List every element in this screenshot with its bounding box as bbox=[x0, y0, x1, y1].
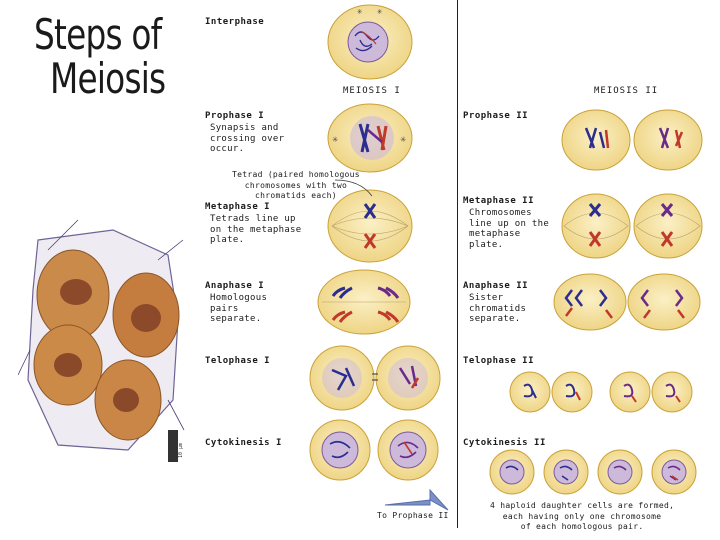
to-prophase2-arrow bbox=[384, 488, 449, 511]
column-divider bbox=[457, 0, 458, 528]
anaphase2-cells bbox=[553, 273, 701, 331]
telophase1-label: Telophase I bbox=[205, 356, 271, 366]
svg-text:✳: ✳ bbox=[332, 134, 338, 145]
interphase-label: Interphase bbox=[205, 17, 265, 27]
result-note: 4 haploid daughter cells are formed, eac… bbox=[490, 501, 675, 531]
anaphase1-cell bbox=[317, 269, 411, 335]
page-title-line1: Steps of bbox=[34, 10, 162, 59]
anaphase1-label: Anaphase I bbox=[205, 281, 265, 291]
telophase2-cells bbox=[509, 371, 693, 413]
anaphase2-description: Sister chromatids separate. bbox=[469, 293, 527, 324]
metaphase1-cell bbox=[327, 189, 413, 263]
telophase1-cell bbox=[309, 345, 441, 411]
anaphase2-label: Anaphase II bbox=[463, 281, 529, 291]
svg-text:✳: ✳ bbox=[357, 7, 363, 17]
telophase2-label: Telophase II bbox=[463, 356, 535, 366]
cytokinesis2-label: Cytokinesis II bbox=[463, 438, 546, 448]
cytokinesis2-cells bbox=[489, 449, 697, 495]
meiosis1-header: MEIOSIS I bbox=[343, 86, 401, 96]
tetrad-note: Tetrad (paired homologous chromosomes wi… bbox=[232, 170, 360, 200]
metaphase1-label: Metaphase I bbox=[205, 202, 271, 212]
prophase1-description: Synapsis and crossing over occur. bbox=[210, 123, 285, 154]
cytokinesis1-label: Cytokinesis I bbox=[205, 438, 282, 448]
meiosis2-header: MEIOSIS II bbox=[594, 86, 659, 96]
metaphase2-cells bbox=[561, 193, 703, 259]
photo-scale-label: 10 μm bbox=[178, 443, 184, 458]
prophase2-label: Prophase II bbox=[463, 111, 529, 121]
to-prophase2-label: To Prophase II bbox=[377, 511, 449, 520]
metaphase2-description: Chromosomes line up on the metaphase pla… bbox=[469, 208, 550, 250]
metaphase1-description: Tetrads line up on the metaphase plate. bbox=[210, 214, 302, 245]
prophase1-cell: ✳✳ bbox=[327, 103, 413, 173]
cytokinesis1-cell bbox=[309, 419, 439, 481]
metaphase2-label: Metaphase II bbox=[463, 196, 535, 206]
page-title-line2: Meiosis bbox=[50, 54, 166, 103]
micrograph-image: 10 μm bbox=[18, 200, 186, 465]
anaphase1-description: Homologous pairs separate. bbox=[210, 293, 268, 324]
interphase-cell: ✳✳ bbox=[327, 4, 413, 80]
svg-text:✳: ✳ bbox=[400, 134, 406, 145]
prophase1-label: Prophase I bbox=[205, 111, 265, 121]
prophase2-cells bbox=[561, 109, 703, 171]
tetrad-pointer bbox=[334, 179, 373, 197]
svg-text:✳: ✳ bbox=[377, 7, 383, 17]
